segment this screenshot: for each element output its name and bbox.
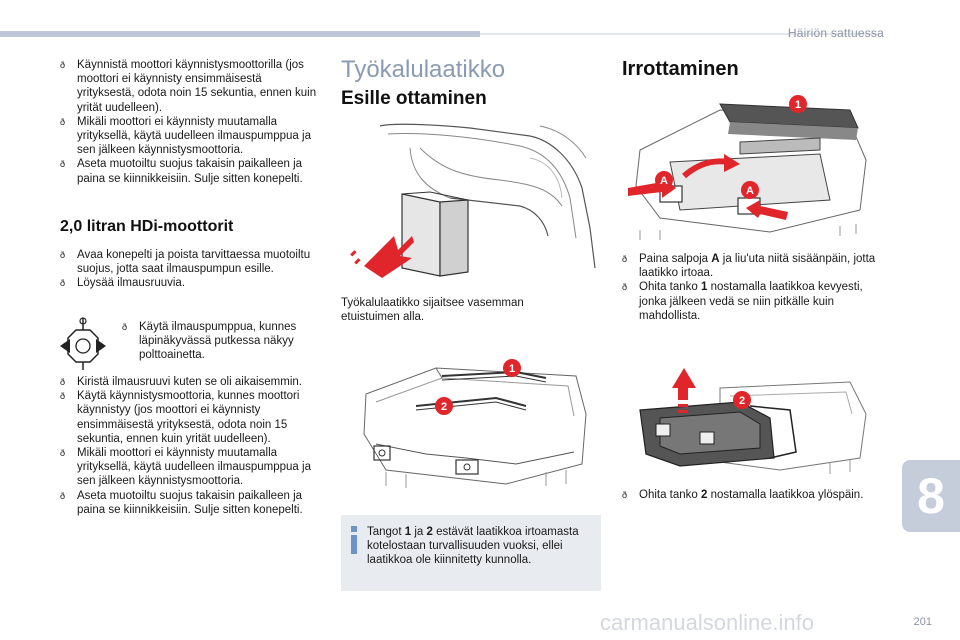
primer-pump-icon xyxy=(60,317,106,370)
list-item: Löysää ilmausruuvia. xyxy=(60,276,322,290)
chapter-tab: 8 xyxy=(902,460,960,532)
list-item: Ohita tanko 2 nostamalla laatikkoa ylösp… xyxy=(622,488,884,502)
bullet-list-mid: Avaa konepelti ja poista tarvittaessa mu… xyxy=(60,248,322,291)
list-item: Paina salpoja A ja liu'uta niitä sisäänp… xyxy=(622,252,884,280)
list-item: Avaa konepelti ja poista tarvittaessa mu… xyxy=(60,248,322,276)
list-item: Käynnistä moottori käynnistysmoottorilla… xyxy=(60,58,322,115)
page-header-title: Häiriön sattuessa xyxy=(787,26,884,40)
section-title-removal: Irrottaminen xyxy=(622,58,739,80)
toolbox-rods-illustration: 1 2 xyxy=(363,359,587,488)
toolbox-caption: Työkalulaatikko sijaitsee vasemman etuis… xyxy=(341,297,524,324)
subhead-hdi: 2,0 litran HDi-moottorit xyxy=(60,218,234,235)
list-item: Kiristä ilmausruuvi kuten se oli aikaise… xyxy=(60,375,322,389)
callout-A-left-icon: A xyxy=(655,171,673,189)
list-item: Käytä ilmauspumppua, kunnes läpinäkyväss… xyxy=(122,320,322,363)
header-bar xyxy=(0,31,480,37)
list-item: Aseta muotoiltu suojus takaisin paikalle… xyxy=(60,489,322,517)
list-item: Aseta muotoiltu suojus takaisin paikalle… xyxy=(60,157,322,185)
svg-text:2: 2 xyxy=(441,401,447,413)
info-box: Tangot 1 ja 2 estävät laatikkoa irtoamas… xyxy=(341,515,601,591)
lift-out-illustration: 2 xyxy=(639,368,867,474)
subhead-taking-out: Esille ottaminen xyxy=(341,88,487,109)
bullet-list-lift: Ohita tanko 2 nostamalla laatikkoa ylösp… xyxy=(622,488,884,502)
callout-1-icon: 1 xyxy=(789,95,807,113)
svg-text:1: 1 xyxy=(795,99,801,111)
bullet-list-removal: Paina salpoja A ja liu'uta niitä sisäänp… xyxy=(622,252,884,323)
pull-arrow-icon xyxy=(350,236,414,278)
callout-A-right-icon: A xyxy=(741,181,759,199)
page-number: 201 xyxy=(913,616,932,628)
list-item: Ohita tanko 1 nostamalla laatikkoa kevye… xyxy=(622,280,884,323)
list-item: Käytä käynnistysmoottoria, kunnes mootto… xyxy=(60,389,322,446)
bullet-list-top: Käynnistä moottori käynnistysmoottorilla… xyxy=(60,58,322,186)
callout-2-icon: 2 xyxy=(733,391,751,409)
section-title-toolbox: Työkalulaatikko xyxy=(341,56,506,83)
seat-illustration xyxy=(350,123,596,278)
svg-text:1: 1 xyxy=(509,363,515,375)
svg-text:2: 2 xyxy=(739,395,745,407)
header-rule xyxy=(480,33,880,35)
watermark: carmanualsonline.info xyxy=(600,610,815,635)
bullet-list-pump: Käytä ilmauspumppua, kunnes läpinäkyväss… xyxy=(122,320,322,363)
callout-2-icon: 2 xyxy=(435,397,453,415)
lift-arrow-icon xyxy=(672,368,696,413)
svg-text:A: A xyxy=(746,185,754,197)
bullet-list-bottom: Kiristä ilmausruuvi kuten se oli aikaise… xyxy=(60,375,322,517)
list-item: Mikäli moottori ei käynnisty muutamalla … xyxy=(60,115,322,158)
chapter-number: 8 xyxy=(917,468,945,524)
svg-text:A: A xyxy=(660,175,668,187)
info-icon xyxy=(351,526,357,554)
list-item: Mikäli moottori ei käynnisty muutamalla … xyxy=(60,446,322,489)
callout-1-icon: 1 xyxy=(503,359,521,377)
latch-release-illustration: A A 1 xyxy=(628,95,867,240)
